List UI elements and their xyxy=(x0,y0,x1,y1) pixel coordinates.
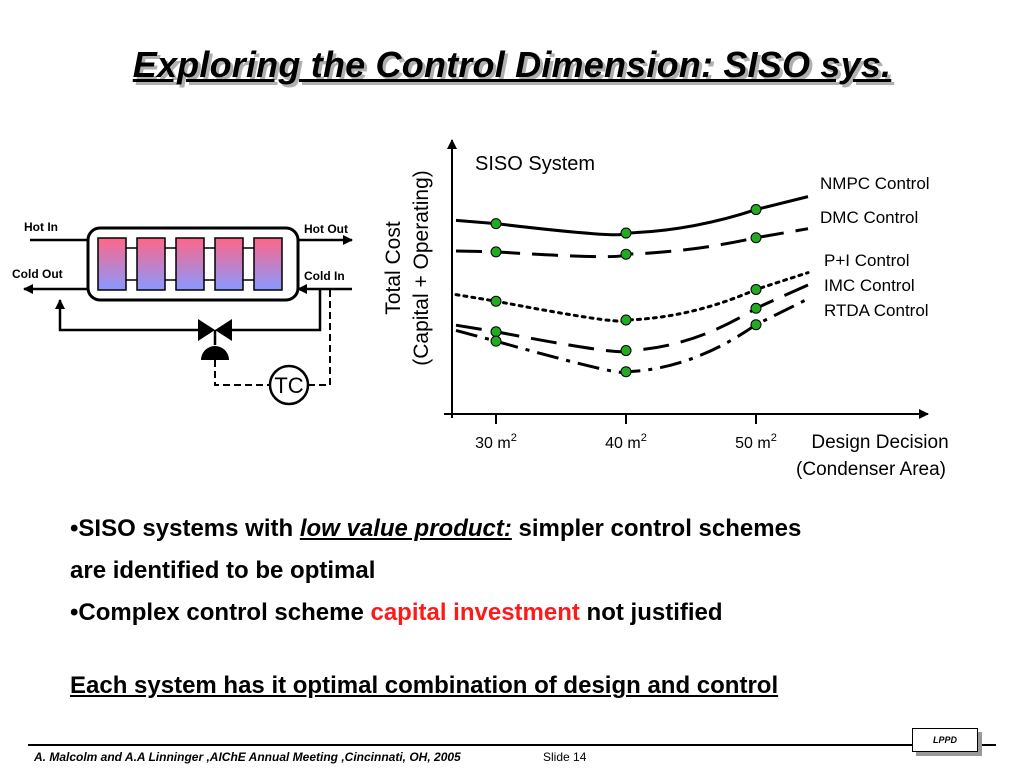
data-point-marker xyxy=(620,227,632,239)
x-tick-label: 30 m2 xyxy=(475,432,517,452)
footer-slide-number: Slide 14 xyxy=(543,750,587,764)
slide-title: Exploring the Control Dimension: SISO sy… xyxy=(132,44,892,85)
data-point-marker xyxy=(490,246,502,258)
bullet-2: •Complex control scheme capital investme… xyxy=(70,592,970,634)
data-point-marker xyxy=(620,314,632,326)
series-label: IMC Control xyxy=(824,276,915,295)
bullet-2-highlight: capital investment xyxy=(370,599,580,626)
signal-line-valve xyxy=(214,360,270,386)
bullet-1-suffix: simpler control schemes xyxy=(511,515,802,542)
x-tick-label-base: 30 m xyxy=(475,435,511,452)
series-curve xyxy=(455,297,809,375)
x-tick-label-superscript: 2 xyxy=(641,432,647,444)
chart-markers xyxy=(490,204,762,378)
data-point-marker xyxy=(750,204,762,216)
exchanger-plate xyxy=(175,237,205,291)
x-tick-label-base: 40 m xyxy=(605,435,641,452)
series-curve xyxy=(455,283,809,354)
hot-in-label: Hot In xyxy=(24,220,58,234)
x-tick-label-superscript: 2 xyxy=(771,432,777,444)
exchanger-plate xyxy=(136,237,166,291)
hot-out-label: Hot Out xyxy=(304,222,348,236)
cold-in-label: Cold In xyxy=(304,269,345,283)
conclusion-text: Each system has it optimal combination o… xyxy=(70,672,779,699)
bullet-list: •SISO systems with low value product: si… xyxy=(70,508,970,634)
bypass-line-left xyxy=(55,299,200,332)
x-tick-label-base: 50 m xyxy=(735,435,771,452)
control-valve-icon xyxy=(198,319,232,360)
x-axis-label-line1: Design Decision xyxy=(811,432,948,453)
chart-curves xyxy=(454,195,810,375)
series-curve xyxy=(454,271,810,323)
y-axis-label-line1: Total Cost xyxy=(382,221,405,315)
x-axis-label-line2: (Condenser Area) xyxy=(796,459,946,480)
exchanger-plate xyxy=(97,237,127,291)
bullet-1: •SISO systems with low value product: si… xyxy=(70,508,970,550)
chart-title: SISO System xyxy=(475,153,595,175)
bullet-2-prefix: •Complex control scheme xyxy=(70,599,371,626)
exchanger-plate xyxy=(253,237,283,291)
footer-divider xyxy=(28,744,996,746)
x-tick-label-superscript: 2 xyxy=(511,432,517,444)
data-point-marker xyxy=(750,283,762,295)
series-label: RTDA Control xyxy=(824,301,929,320)
signal-line-sensor xyxy=(308,290,331,386)
heat-exchanger-schematic: TC Hot In Hot Out Cold Out Cold In xyxy=(12,220,353,406)
data-point-marker xyxy=(490,326,502,338)
data-point-marker xyxy=(750,302,762,314)
y-axis-label-line2: (Capital + Operating) xyxy=(410,170,433,366)
exchanger-plate xyxy=(214,237,244,291)
x-tick-label: 50 m2 xyxy=(735,432,777,452)
footer-author: A. Malcolm and A.A Linninger ,AIChE Annu… xyxy=(34,750,461,764)
data-point-marker xyxy=(620,248,632,260)
data-point-marker xyxy=(490,218,502,230)
series-curve xyxy=(455,195,809,237)
x-tick-label: 40 m2 xyxy=(605,432,647,452)
series-label: P+I Control xyxy=(824,251,910,270)
cold-out-label: Cold Out xyxy=(12,267,63,281)
lppd-logo: LPPD xyxy=(912,728,978,752)
temperature-controller xyxy=(268,364,310,406)
bullet-2-suffix: not justified xyxy=(579,599,723,626)
data-point-marker xyxy=(620,345,632,357)
bullet-1-emphasis: low value product: xyxy=(299,515,512,542)
data-point-marker xyxy=(490,295,502,307)
controller-label: TC xyxy=(274,373,303,398)
series-label: NMPC Control xyxy=(820,174,930,193)
series-label: DMC Control xyxy=(820,208,918,227)
data-point-marker xyxy=(750,232,762,244)
series-curve xyxy=(455,227,809,259)
bullet-1-continued: are identified to be optimal xyxy=(70,557,376,584)
data-point-marker xyxy=(490,335,502,347)
data-point-marker xyxy=(620,366,632,378)
bullet-1-prefix: •SISO systems with xyxy=(70,515,300,542)
bypass-line-right xyxy=(230,289,322,332)
data-point-marker xyxy=(750,319,762,331)
exchanger-plates xyxy=(97,237,283,291)
